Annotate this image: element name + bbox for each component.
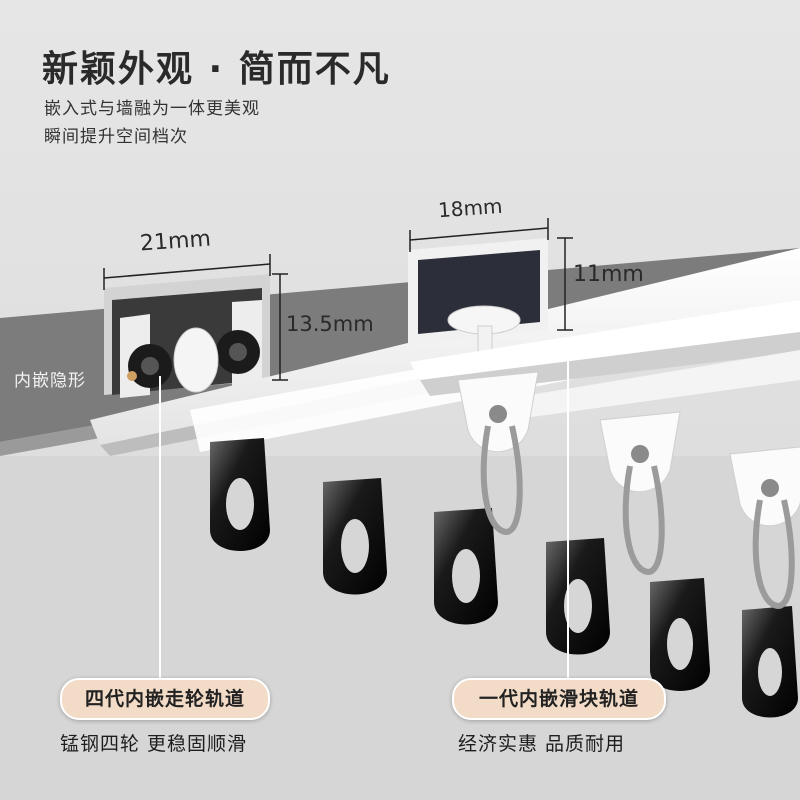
- badge-slider-track: 一代内嵌滑块轨道: [452, 678, 666, 720]
- dim-width-left: 21mm: [139, 226, 212, 257]
- left-track-profile: [104, 274, 270, 398]
- caption-slider-track: 经济实惠 品质耐用: [458, 733, 626, 755]
- dim-height-left: 13.5mm: [286, 312, 374, 336]
- right-track-profile: [408, 238, 548, 361]
- dimension-lines: [103, 218, 573, 381]
- headline: 新颖外观 · 简而不凡: [42, 49, 391, 90]
- dim-height-right: 11mm: [573, 262, 644, 287]
- left-ring-runners: [210, 438, 798, 718]
- embedded-label: 内嵌隐形: [14, 371, 86, 391]
- subheading-line-2: 瞬间提升空间档次: [44, 127, 188, 147]
- dim-width-right: 18mm: [437, 193, 504, 223]
- caption-wheel-track: 锰钢四轮 更稳固顺滑: [60, 733, 248, 755]
- badge-wheel-track: 四代内嵌走轮轨道: [60, 678, 270, 720]
- subheading-line-1: 嵌入式与墙融为一体更美观: [44, 99, 260, 119]
- right-slider-hooks: [457, 371, 800, 610]
